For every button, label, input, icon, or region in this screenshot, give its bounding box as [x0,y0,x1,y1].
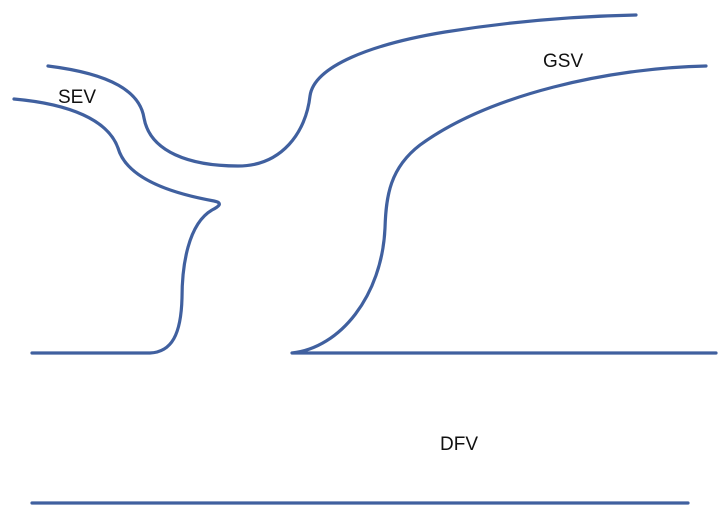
sev-label: SEV [58,87,96,108]
gsv-lower-wall [290,64,718,355]
sev-gsv-upper-wall [46,13,638,168]
dfv-label: DFV [440,434,478,455]
sev-lower-wall [12,97,221,355]
gsv-label: GSV [543,51,583,72]
